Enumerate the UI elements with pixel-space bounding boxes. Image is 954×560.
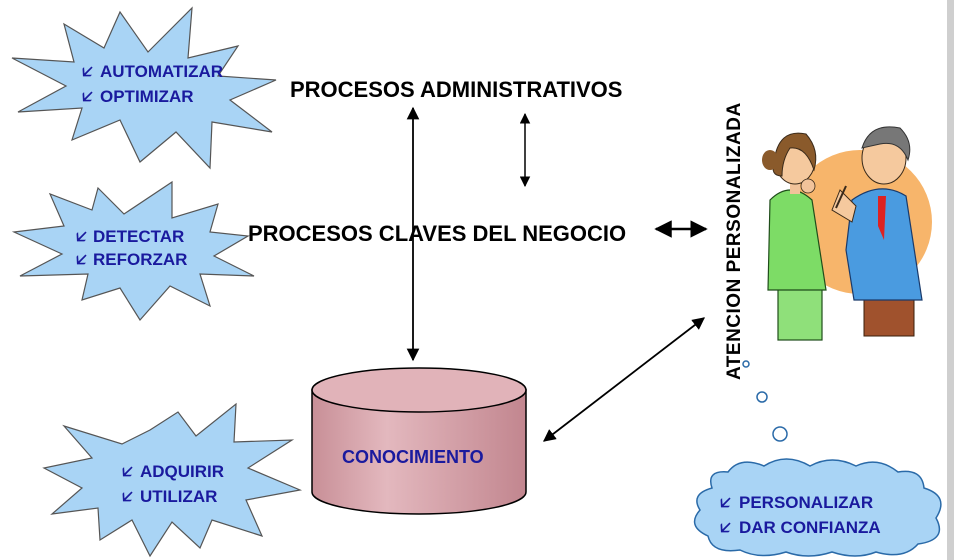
burst-bottom-item-2: 🡧 UTILIZAR xyxy=(122,487,217,506)
bullet-arrow-icon: 🡧 xyxy=(122,487,133,506)
burst-top-item-2: 🡧 OPTIMIZAR xyxy=(82,87,194,106)
cloud-item-1: 🡧 PERSONALIZAR xyxy=(720,493,873,512)
database-top xyxy=(311,367,527,413)
woman-figure xyxy=(762,132,827,341)
bullet-arrow-icon: 🡧 xyxy=(720,493,731,512)
bullet-arrow-icon: 🡧 xyxy=(720,518,731,537)
burst-top: 🡧 AUTOMATIZAR 🡧 OPTIMIZAR xyxy=(11,6,277,170)
thought-bubble-medium xyxy=(756,391,768,403)
page-edge-shadow xyxy=(947,0,954,560)
man-figure xyxy=(831,126,923,337)
cloud-item-2: 🡧 DAR CONFIANZA xyxy=(720,518,881,537)
burst-middle-item-2: 🡧 REFORZAR xyxy=(76,250,187,269)
process-key-business-label: PROCESOS CLAVES DEL NEGOCIO xyxy=(248,221,626,246)
thought-cloud: 🡧 PERSONALIZAR 🡧 DAR CONFIANZA xyxy=(693,458,942,557)
burst-bottom-item-1: 🡧 ADQUIRIR xyxy=(122,462,224,481)
bullet-arrow-icon: 🡧 xyxy=(76,250,87,269)
database-label: CONOCIMIENTO xyxy=(342,447,484,467)
burst-bottom: 🡧 ADQUIRIR 🡧 UTILIZAR xyxy=(42,402,303,558)
burst-middle-item-1: 🡧 DETECTAR xyxy=(76,227,184,246)
bullet-arrow-icon: 🡧 xyxy=(82,62,93,81)
conversation-illustration xyxy=(762,126,932,341)
bullet-arrow-icon: 🡧 xyxy=(82,87,93,106)
bullet-arrow-icon: 🡧 xyxy=(76,227,87,246)
burst-middle: 🡧 DETECTAR 🡧 REFORZAR xyxy=(11,180,255,322)
attention-vertical-label: ATENCION PERSONALIZADA xyxy=(724,102,745,380)
thought-bubble-large xyxy=(772,426,788,442)
arrow-knowledge-to-attention xyxy=(543,317,705,442)
bullet-arrow-icon: 🡧 xyxy=(122,462,133,481)
knowledge-database: CONOCIMIENTO xyxy=(311,367,527,515)
process-administrative-label: PROCESOS ADMINISTRATIVOS xyxy=(290,77,622,102)
burst-top-item-1: 🡧 AUTOMATIZAR xyxy=(82,62,223,81)
thought-bubble-small xyxy=(742,360,750,368)
